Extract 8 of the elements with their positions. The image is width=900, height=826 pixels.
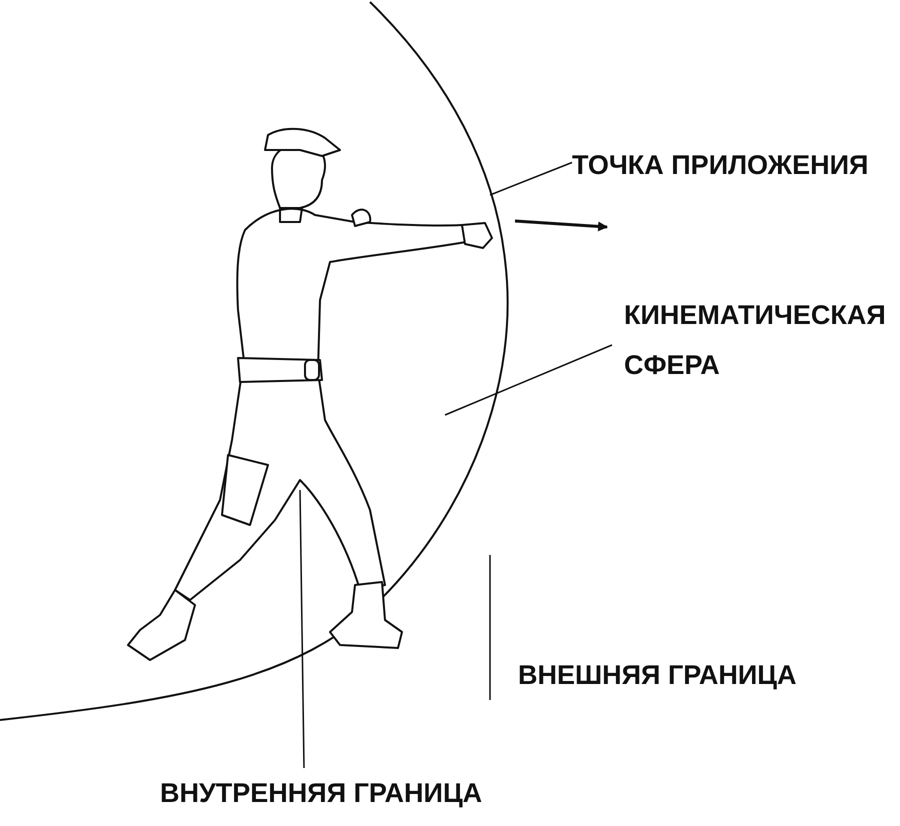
callout-label: ВНЕШНЯЯ ГРАНИЦА	[518, 660, 797, 690]
leader-line	[299, 490, 305, 768]
callout-label: КИНЕМАТИЧЕСКАЯ СФЕРА	[624, 300, 886, 380]
leader-line	[490, 162, 572, 196]
callout-label: ВНУТРЕННЯЯ ГРАНИЦА	[160, 778, 482, 808]
callout-label: ТОЧКА ПРИЛОЖЕНИЯ	[572, 150, 868, 180]
leader-line	[444, 344, 612, 416]
leader-line	[489, 555, 491, 700]
